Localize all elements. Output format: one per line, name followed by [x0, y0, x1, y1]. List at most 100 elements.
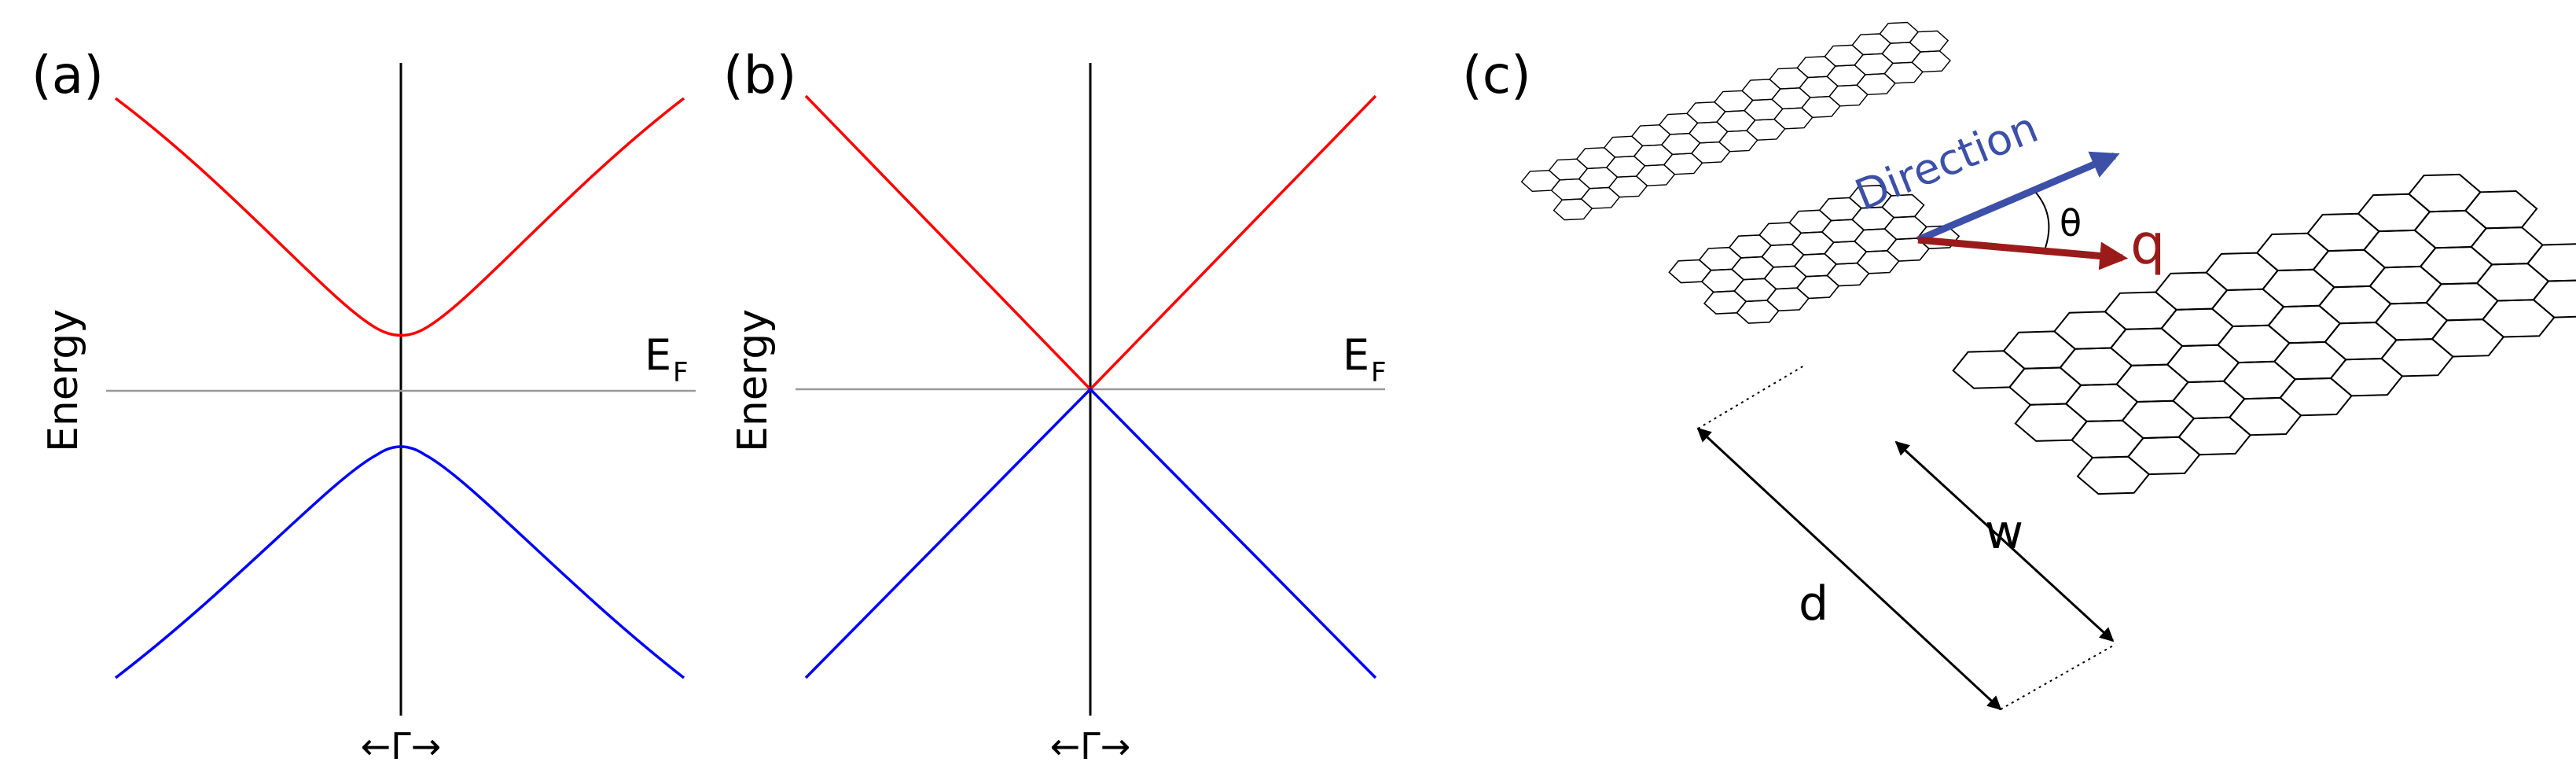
svg-text:E: E [645, 330, 671, 380]
hexagon-cell [1881, 42, 1921, 64]
w-dimension-arrow [1894, 440, 2115, 642]
hexagon-cell [1663, 153, 1703, 175]
panel-c: (c) Direction θ q d w [1462, 21, 2576, 711]
hexagon-cell [1716, 109, 1756, 133]
hexagon-cell [1854, 53, 1894, 75]
nanoribbon-bottom [1952, 173, 2576, 495]
hexagon-cell [1793, 252, 1837, 278]
hexagon-cell [1771, 87, 1811, 110]
hexagon-cell [1605, 155, 1646, 178]
hexagon-cell [1766, 287, 1810, 312]
panel-b-valence-band [804, 387, 1377, 679]
hexagon-cell [2380, 338, 2454, 377]
hexagon-cell [2329, 357, 2404, 397]
hexagon-cell [1856, 72, 1896, 96]
hexagon-cell [1801, 95, 1841, 119]
hexagon-cell [1799, 75, 1839, 98]
theta-arc [2035, 192, 2050, 248]
panel-a-label: (a) [31, 45, 104, 105]
hexagon-cell [1668, 259, 1712, 284]
panel-a-valence-band [114, 445, 685, 679]
hexagon-cell [1630, 124, 1671, 147]
hexagon-cell [1744, 98, 1784, 121]
panel-b-gamma-label: ←Γ→ [1050, 725, 1131, 767]
hexagon-cell [1730, 256, 1775, 281]
hexagon-cell [2279, 377, 2353, 417]
hexagon-cell [1818, 197, 1862, 222]
hexagon-cell [1763, 265, 1807, 290]
hexagon-cell [1733, 278, 1777, 303]
hexagon-cell [2532, 279, 2576, 318]
hexagon-cell [2431, 318, 2505, 358]
hexagon-cell [1821, 219, 1865, 244]
hexagon-cell [1603, 135, 1644, 158]
hexagon-cell [1608, 175, 1648, 198]
q-arrow [1917, 236, 2129, 271]
hexagon-cell [1718, 130, 1758, 153]
panel-b-label: (b) [723, 45, 796, 105]
hexagon-cell [1911, 50, 1951, 73]
hexagon-cell [1826, 262, 1870, 287]
nanoribbon-top-near [1668, 184, 1960, 324]
hexagon-cell [1686, 101, 1726, 124]
theta-label: θ [2060, 202, 2082, 245]
hexagon-cell [1688, 121, 1729, 144]
hexagon-cell [1746, 118, 1786, 141]
hexagon-cell [1575, 147, 1616, 170]
hexagon-cell [2228, 396, 2302, 436]
panel-b: (b) Energy E F ←Γ→ [723, 45, 1387, 767]
hexagon-cell [2526, 243, 2576, 282]
d-guide-dotted-top [1697, 365, 1805, 429]
hexagon-cell [2482, 299, 2556, 338]
hexagon-cell [1795, 274, 1840, 300]
hexagon-cell [1826, 64, 1866, 87]
direction-label: Direction [1848, 102, 2045, 220]
hexagon-cell [1769, 67, 1809, 90]
d-guide-dotted-bottom [2000, 644, 2115, 710]
hexagon-cell [1703, 290, 1747, 315]
hexagon-cell [1520, 169, 1561, 193]
hexagon-cell [1635, 164, 1676, 186]
hexagon-cell [1736, 300, 1780, 324]
hexagon-cell [1851, 33, 1891, 56]
panel-a: (a) Energy E F ←Γ→ [31, 45, 696, 767]
hexagon-cell [1788, 209, 1832, 234]
hexagon-cell [1553, 198, 1593, 221]
hexagon-cell [2464, 190, 2538, 230]
svg-text:F: F [1371, 357, 1387, 388]
hexagon-cell [1824, 241, 1868, 265]
d-dimension-arrow [1696, 427, 2002, 711]
hexagon-cell [1550, 178, 1591, 201]
hexagon-cell [1758, 222, 1802, 246]
hexagon-cell [1578, 167, 1619, 190]
hexagon-cell [1854, 228, 1898, 252]
q-label: q [2130, 212, 2165, 277]
hexagon-cell [1828, 84, 1869, 107]
hexagon-cell [1856, 249, 1900, 274]
hexagon-cell [2076, 455, 2151, 495]
hexagon-cell [1773, 107, 1813, 130]
hexagon-cell [1796, 56, 1836, 79]
panel-a-energy-axis-label: Energy [40, 309, 87, 452]
hexagon-cell [1761, 243, 1805, 268]
svg-text:F: F [673, 357, 689, 388]
hexagon-cell [1580, 186, 1621, 209]
hexagon-cell [1791, 231, 1835, 256]
hexagon-cell [1879, 21, 1920, 44]
hexagon-cell [1548, 158, 1589, 181]
nanoribbon-top-far [1520, 21, 1951, 221]
panel-b-fermi-label: E F [1343, 330, 1387, 388]
hexagon-cell [1909, 30, 1949, 53]
hexagon-cell [1883, 61, 1924, 84]
w-label: w [1985, 505, 2023, 560]
hexagon-cell [1698, 246, 1742, 271]
d-label: d [1799, 576, 1828, 631]
hexagon-cell [1690, 141, 1731, 164]
panel-b-energy-axis-label: Energy [729, 309, 777, 452]
hexagon-cell [1824, 44, 1864, 67]
hexagon-cell [1660, 132, 1701, 156]
svg-text:E: E [1343, 330, 1369, 380]
panel-a-fermi-label: E F [645, 330, 689, 388]
hexagon-cell [1633, 144, 1674, 167]
